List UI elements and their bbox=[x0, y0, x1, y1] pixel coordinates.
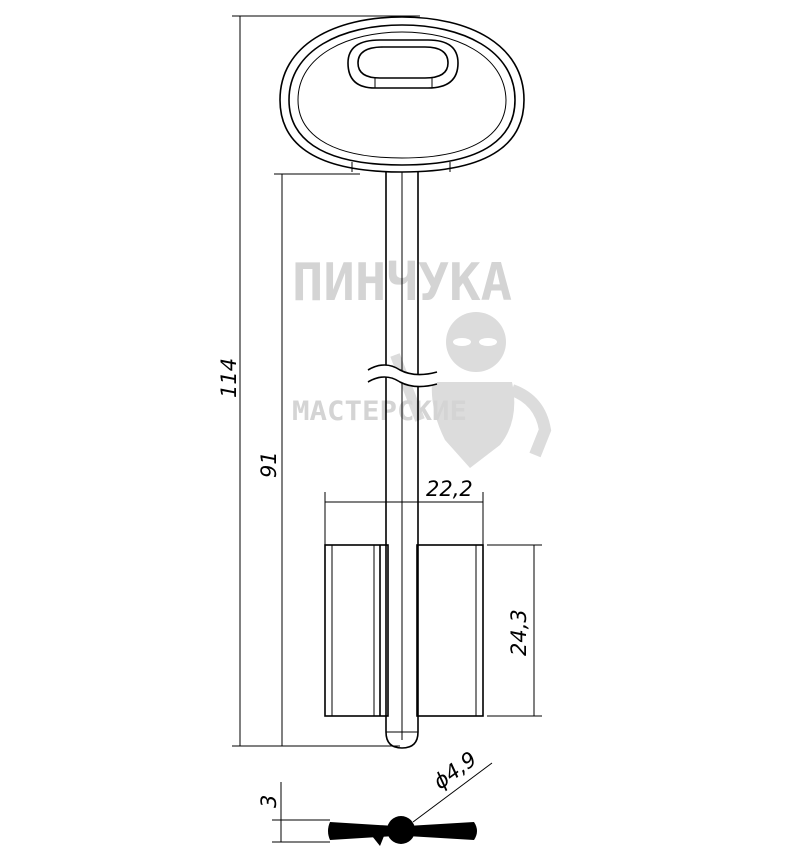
dimension-24-3: 24,3 bbox=[487, 544, 542, 717]
dim-114-label: 114 bbox=[217, 358, 241, 398]
key-shank bbox=[367, 172, 438, 749]
watermark-line1: МАСТЕРСКИЕ bbox=[292, 396, 467, 427]
dimension-3: 3 bbox=[257, 782, 330, 843]
dimension-22-2: 22,2 bbox=[324, 477, 484, 545]
dim-22-2-label: 22,2 bbox=[426, 477, 473, 501]
dim-24-3-label: 24,3 bbox=[507, 609, 531, 656]
key-head bbox=[279, 16, 525, 173]
key-cross-section bbox=[328, 816, 477, 846]
dim-3-label: 3 bbox=[257, 795, 281, 808]
key-bit bbox=[324, 544, 484, 717]
dim-91-label: 91 bbox=[257, 451, 281, 478]
dimension-114: 114 bbox=[217, 15, 420, 747]
dimension-91: 91 bbox=[257, 173, 360, 746]
dim-diameter-label: ϕ4,9 bbox=[429, 747, 481, 794]
dimension-diameter: ϕ4,9 bbox=[412, 747, 493, 823]
